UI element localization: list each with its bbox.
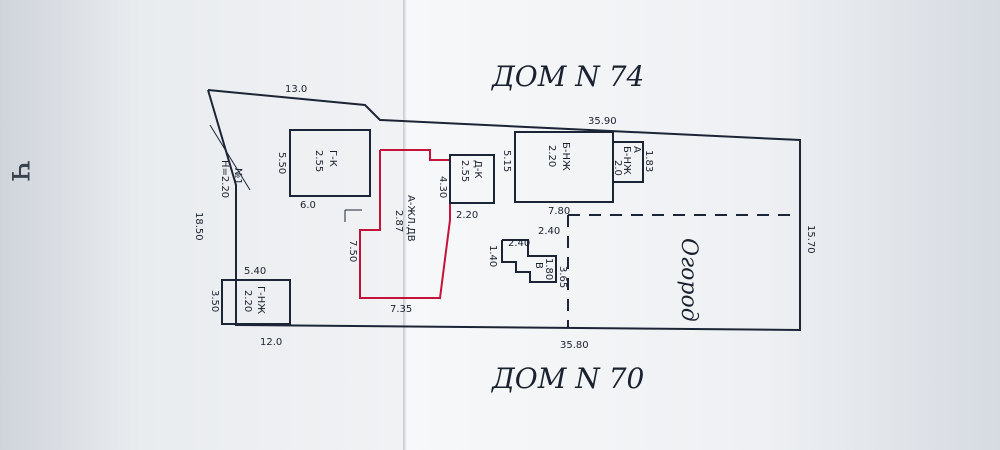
- dim-top-right: 35.90: [588, 116, 617, 127]
- v-dim-c: 1.40: [487, 245, 498, 267]
- paper-fold: [403, 0, 407, 450]
- g-nj-top: 5.40: [244, 266, 266, 277]
- v-value: 1.80: [543, 258, 554, 280]
- g-k-side: 5.50: [276, 152, 287, 174]
- dim-bottom-right: 35.80: [560, 340, 589, 351]
- building-a-main: [359, 149, 451, 299]
- garden-label: Огород: [676, 238, 701, 322]
- a-main-value: 2.87: [393, 210, 404, 232]
- b-small-side: 1.83: [643, 150, 654, 172]
- v-label: В: [533, 262, 544, 269]
- dim-bottom-left: 12.0: [260, 337, 282, 348]
- well-label: №1: [232, 168, 243, 185]
- dim-right-side: 15.70: [805, 225, 816, 254]
- b-small-label: Б-НЖ: [621, 146, 632, 175]
- g-nj-value: 2.20: [242, 290, 253, 312]
- header-top: ДОМ N 74: [490, 60, 644, 93]
- building-b-small: [612, 141, 644, 183]
- a-main-bottom: 7.35: [390, 304, 412, 315]
- a-k-value: 2.55: [459, 160, 470, 182]
- a-k-side: 4.30: [437, 176, 448, 198]
- building-g-nj: [221, 279, 291, 325]
- dim-top-left: 13.0: [285, 84, 307, 95]
- b-main-value: 2.20: [546, 145, 557, 167]
- b-small-letter: А: [631, 146, 642, 153]
- b-main-side: 5.15: [501, 150, 512, 172]
- header-bottom: ДОМ N 70: [490, 362, 644, 395]
- paper-left-sheet: [0, 0, 405, 450]
- a-main-side: 7.50: [347, 240, 358, 262]
- v-dim-a: 2.40: [508, 238, 530, 249]
- b-main-bottom: 7.80: [548, 206, 570, 217]
- g-nj-side: 3.50: [209, 290, 220, 312]
- b-main-label: Б-НЖ: [560, 142, 571, 171]
- v-dim-d: 3.65: [557, 266, 568, 288]
- dim-left-side: 18.50: [193, 212, 204, 241]
- margin-note: ч: [3, 160, 43, 182]
- building-g-k: [289, 129, 371, 197]
- g-k-value: 2.55: [313, 150, 324, 172]
- a-k-bottom: 2.20: [456, 210, 478, 221]
- g-k-bottom: 6.0: [300, 200, 316, 211]
- g-k-label: Г-К: [327, 150, 338, 167]
- well-sub: Н=2.20: [219, 160, 230, 198]
- a-main-label: А-ЖЛ.ДВ: [405, 195, 416, 242]
- paper-right-sheet: [405, 0, 1000, 450]
- plot-boundary: [207, 89, 801, 332]
- building-v: [501, 239, 557, 283]
- a-k-label: Д-К: [472, 160, 483, 179]
- v-dim-b: 2.40: [538, 226, 560, 237]
- building-a-k: [449, 154, 495, 204]
- g-nj-label: Г-НЖ: [255, 286, 266, 314]
- b-small-value: 2.0: [612, 160, 623, 176]
